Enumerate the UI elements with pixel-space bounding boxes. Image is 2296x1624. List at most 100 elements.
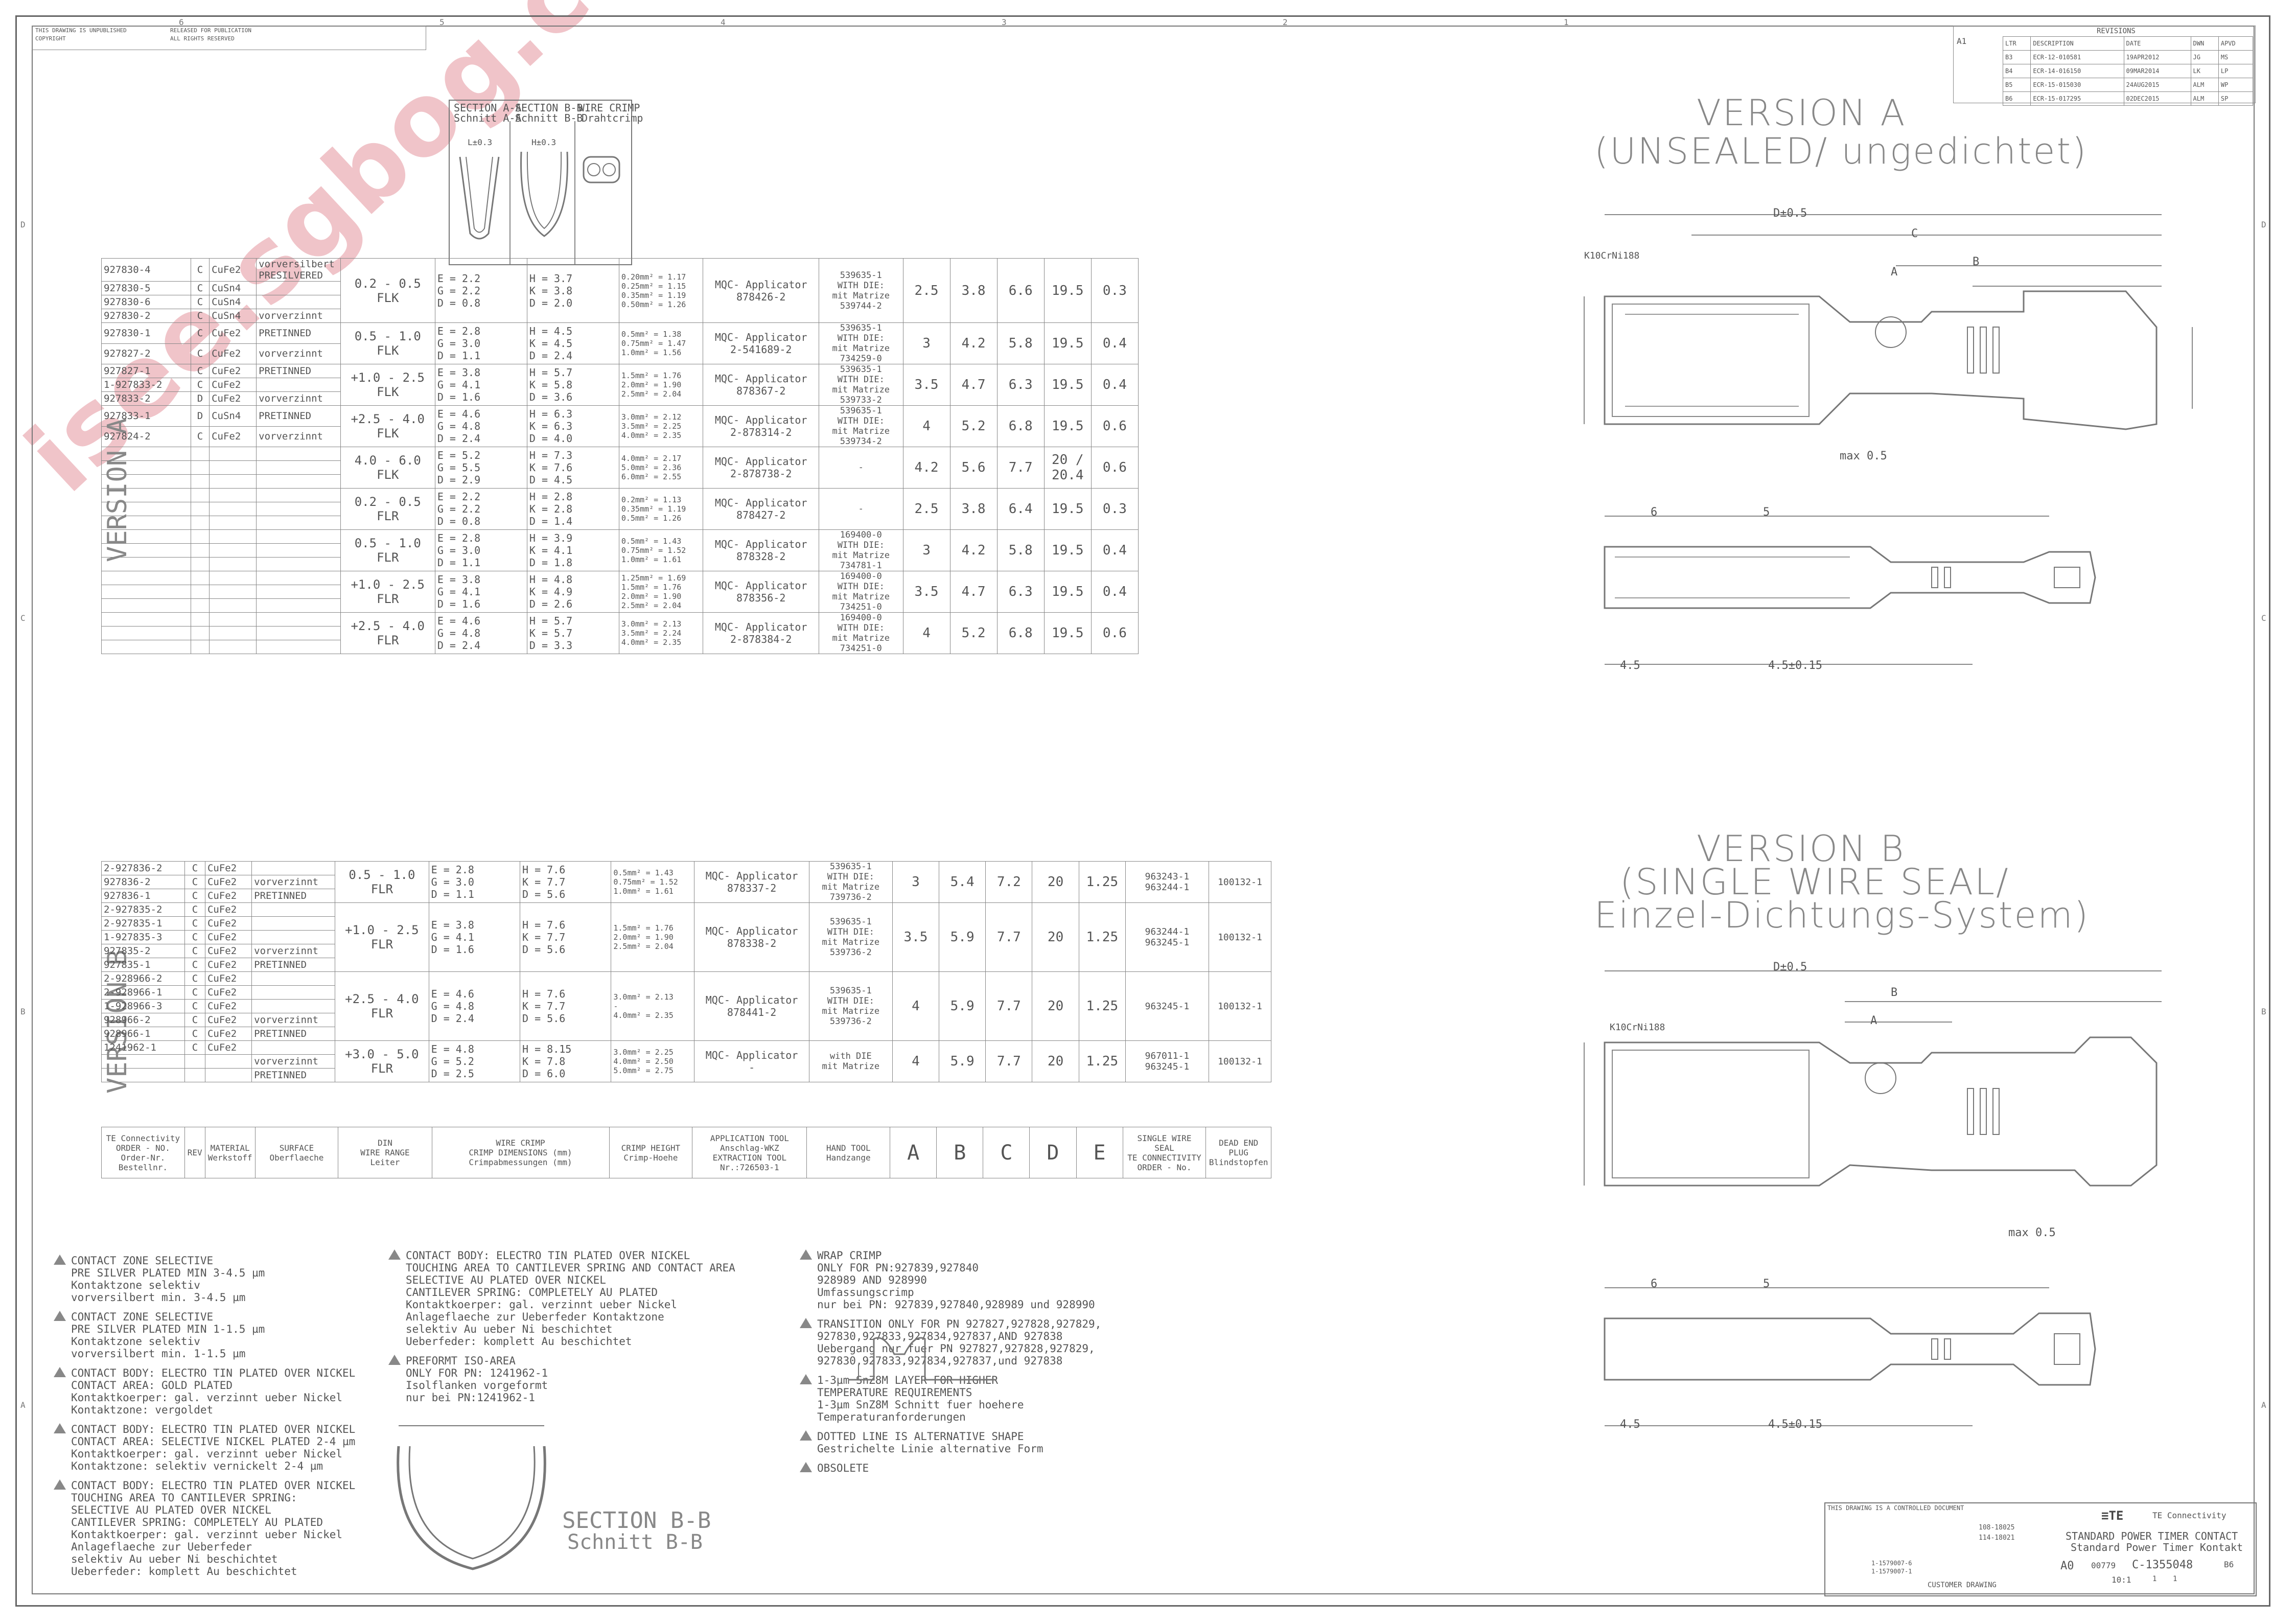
revisions-title: REVISIONS [2097, 27, 2136, 35]
part-number: 2-928966-2 [101, 971, 185, 986]
surface-cell [251, 902, 336, 917]
rev-cell [190, 488, 210, 502]
note-item: CONTACT ZONE SELECTIVE PRE SILVER PLATED… [54, 1311, 391, 1360]
section-bb-large [397, 1425, 546, 1570]
drawing-title: STANDARD POWER TIMER CONTACT [2066, 1530, 2238, 1542]
rev-cell: C [184, 930, 205, 944]
material-cell: CuFe2 [209, 322, 257, 344]
surface-cell: PRETINNED [251, 958, 336, 972]
warning-triangle-icon [54, 1255, 66, 1265]
rev-cell [190, 626, 210, 640]
surface-cell: vorverzinnt [256, 391, 341, 406]
part-number [101, 1054, 185, 1069]
zone-letter: C [20, 613, 26, 623]
drawing-number: C-1355048 [2132, 1559, 2193, 1571]
surface-cell: PRETINNED [256, 405, 341, 427]
wire-range: 0.5 - 1.0 FLK [340, 322, 435, 364]
version-a-side-view [1604, 516, 2096, 665]
part-number [101, 557, 191, 571]
dim-E: 0.6 [1091, 447, 1139, 489]
note-text: CONTACT BODY: ELECTRO TIN PLATED OVER NI… [406, 1249, 735, 1348]
dim-A: 3.5 [892, 902, 940, 972]
dim-C: 6.8 [996, 612, 1045, 654]
part-number: 927833-1 [101, 405, 191, 427]
drawing-frame [15, 15, 2270, 1607]
material-cell [209, 626, 257, 640]
zone-letter: A [20, 1400, 26, 1410]
surface-cell [256, 585, 341, 599]
sheet-number: 1 [2152, 1575, 2157, 1583]
product-spec: 108-18025 [1979, 1524, 2015, 1532]
dim-C: 7.7 [985, 1040, 1033, 1082]
dim-A: 4 [902, 612, 950, 654]
note-item: CONTACT BODY: ELECTRO TIN PLATED OVER NI… [54, 1479, 391, 1577]
plug-cell: 100132-1 [1208, 971, 1272, 1041]
dim-d-total: D±0.5 [1773, 207, 1807, 220]
note-text: CONTACT BODY: ELECTRO TIN PLATED OVER NI… [71, 1367, 356, 1416]
wire-range: +3.0 - 5.0 FLR [335, 1040, 429, 1082]
material-cell: CuFe2 [204, 889, 252, 903]
rev-cell: D [190, 405, 210, 427]
note-item: CONTACT BODY: ELECTRO TIN PLATED OVER NI… [54, 1423, 391, 1472]
rev-cell: C [184, 1013, 205, 1027]
surface-cell [256, 626, 341, 640]
material-cell: CuFe2 [204, 875, 252, 889]
surface-cell [256, 447, 341, 461]
surface-cell [256, 460, 341, 475]
zone-number: 6 [179, 17, 184, 27]
dim-E: 1.25 [1078, 902, 1126, 972]
dim-A: 2.5 [902, 488, 950, 530]
seal-cell: 963244-1 963245-1 [1125, 902, 1209, 972]
warning-triangle-icon [54, 1367, 66, 1377]
part-number [101, 543, 191, 558]
warning-triangle-icon [800, 1249, 812, 1260]
application-spec: 114-18021 [1979, 1534, 2015, 1542]
rev-cell: C [190, 364, 210, 378]
dim-C: 6.8 [996, 405, 1045, 447]
part-number [101, 488, 191, 502]
surface-cell [256, 598, 341, 613]
section-views: SECTION A-A Schnitt A-A SECTION B-B Schn… [449, 100, 643, 265]
wire-range: 0.2 - 0.5 FLR [340, 488, 435, 530]
surface-cell [256, 295, 341, 309]
dim-b-b: B [1891, 986, 1898, 999]
dim-C: 5.8 [996, 322, 1045, 364]
material-cell: CuFe2 [209, 391, 257, 406]
table-row [101, 626, 1139, 640]
part-number [101, 612, 191, 627]
dim-A: 2.5 [902, 258, 950, 323]
surface-cell: PRETINNED [251, 889, 336, 903]
material-cell [209, 529, 257, 544]
dim-E: 1.25 [1078, 1040, 1126, 1082]
part-number: 927827-1 [101, 364, 191, 378]
material-cell [209, 571, 257, 585]
part-number: 1-927833-2 [101, 378, 191, 392]
rev-cell [184, 1068, 205, 1082]
warning-triangle-icon [800, 1374, 812, 1384]
zone-letter: D [2261, 220, 2266, 229]
dim-B: 4.7 [949, 364, 998, 406]
section-bb-sub: Schnitt B-B [515, 112, 583, 124]
material-cell [209, 502, 257, 516]
hand-tool: - [819, 488, 903, 530]
dim-5: 5 [1763, 506, 1770, 519]
dim-d-total-b: D±0.5 [1773, 961, 1807, 973]
surface-cell [256, 488, 341, 502]
rev-cell [190, 447, 210, 461]
dim-B: 5.6 [949, 447, 998, 489]
